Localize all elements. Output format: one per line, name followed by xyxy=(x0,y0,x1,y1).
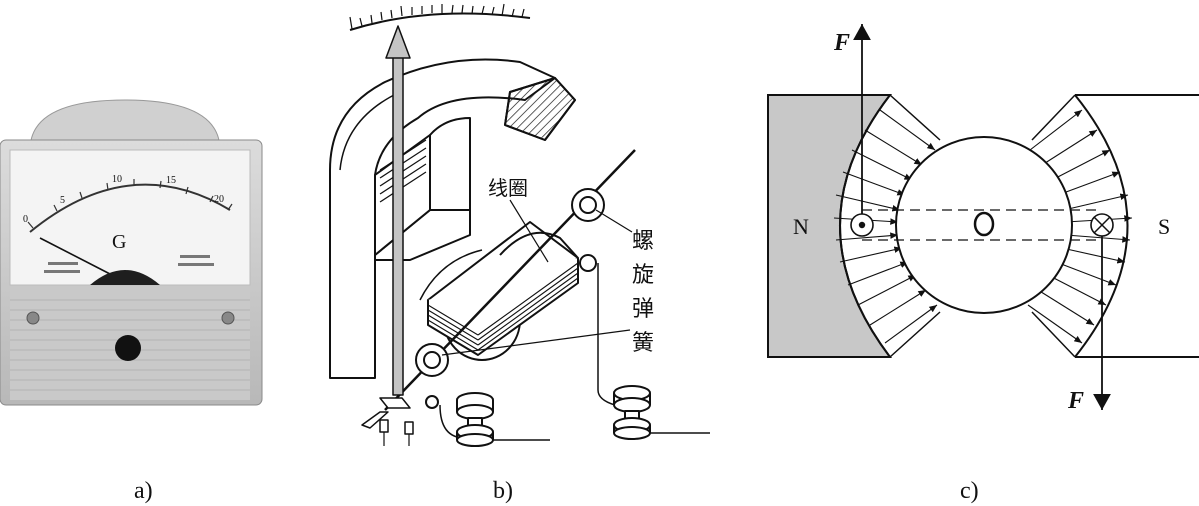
screw-right xyxy=(221,311,235,325)
meter-photo: 0 5 10 15 20 G xyxy=(0,99,263,406)
force-bottom-label: F xyxy=(1067,388,1084,414)
scale-number-5: 5 xyxy=(60,195,65,206)
spring-label-char-1: 螺 xyxy=(632,229,654,254)
mechanism-drawing xyxy=(329,3,710,447)
spring-label-char-4: 簧 xyxy=(632,331,654,356)
caption-a: a) xyxy=(134,478,153,504)
meter-pivot-window xyxy=(90,270,160,285)
scale-number-10: 10 xyxy=(112,174,122,185)
caption-c: c) xyxy=(960,478,979,504)
scale-number-20: 20 xyxy=(214,194,224,205)
scale-number-0: 0 xyxy=(23,214,28,225)
scale-number-15: 15 xyxy=(166,175,176,186)
screw-left xyxy=(26,311,40,325)
field-cross-section xyxy=(767,24,1199,410)
north-pole-label: N xyxy=(793,214,809,239)
coil-label: 线圈 xyxy=(488,176,528,200)
meter-needle xyxy=(39,237,113,276)
force-top-label: F xyxy=(833,30,850,56)
caption-b: b) xyxy=(493,478,513,504)
spring-label-char-3: 弹 xyxy=(632,297,654,322)
zero-adjust-knob xyxy=(115,335,141,361)
meter-letter: G xyxy=(112,231,126,253)
spring-label-char-2: 旋 xyxy=(632,263,654,288)
south-pole-label: S xyxy=(1158,214,1170,239)
